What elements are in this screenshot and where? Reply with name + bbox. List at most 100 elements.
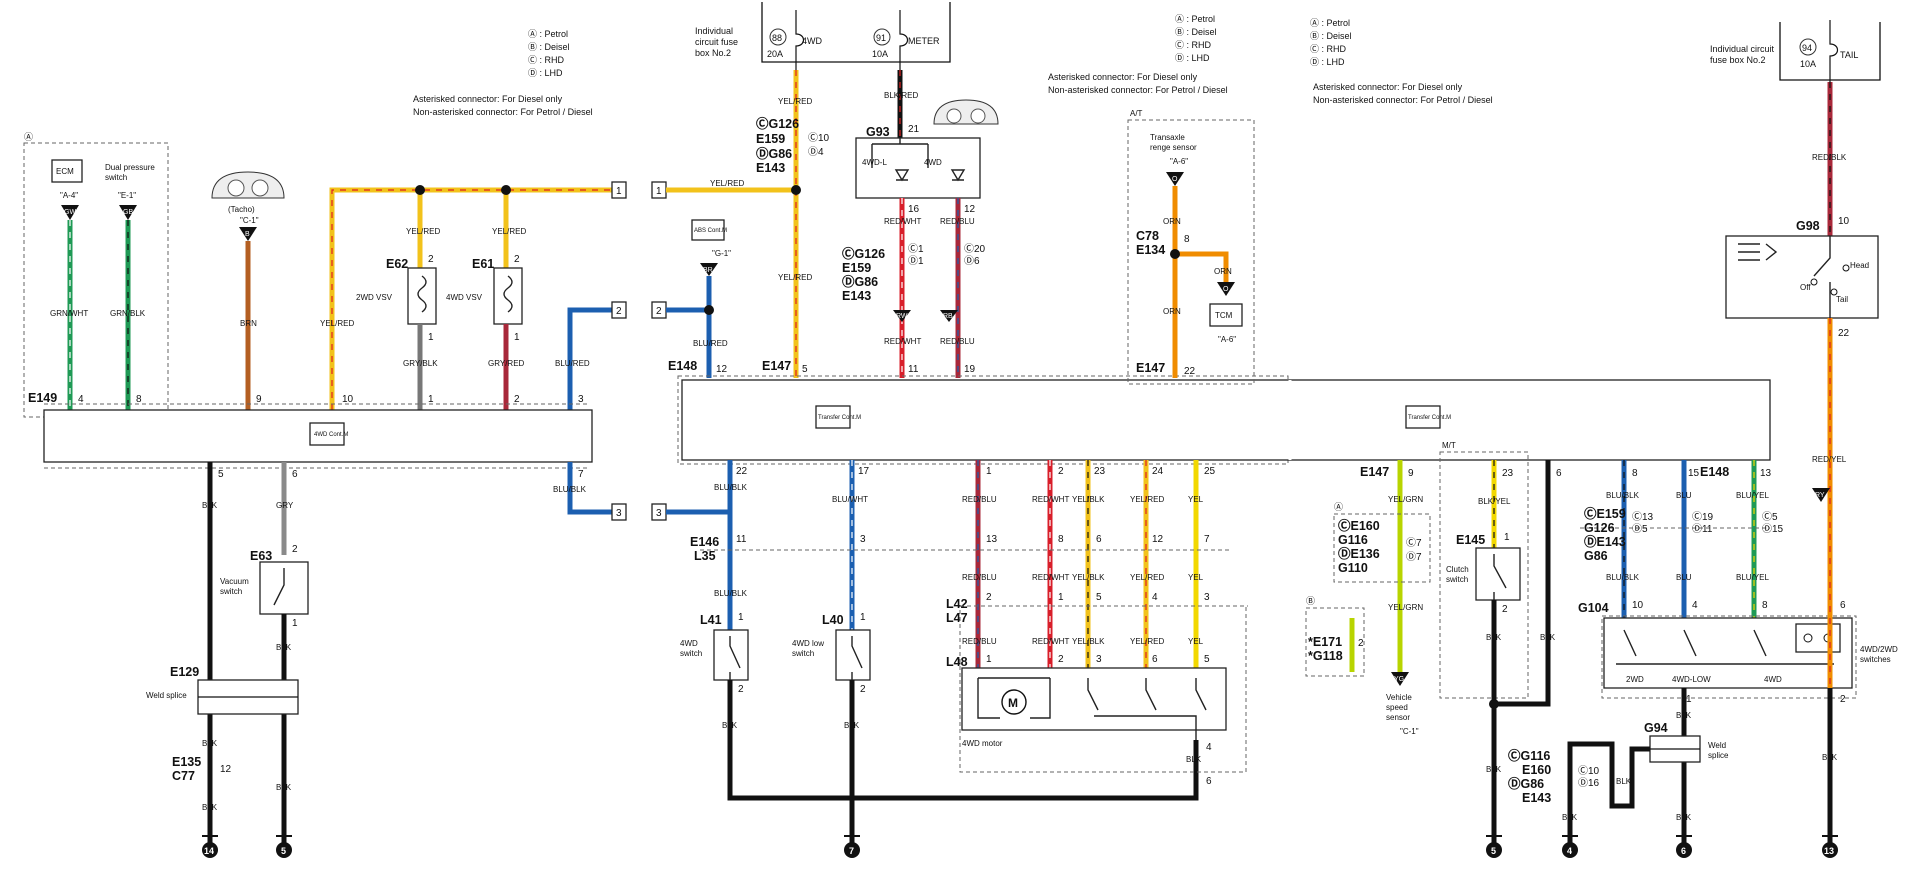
fuse-91-symbol: [899, 10, 909, 70]
c1-ref: Ⓒ1: [908, 243, 924, 255]
fuse-box-label: Individual: [695, 26, 733, 36]
legend-block-3: Ⓐ : Petrol Ⓑ : Deisel Ⓒ : RHD Ⓓ : LHD As…: [1310, 18, 1493, 105]
vss-ref: "C-1": [1400, 727, 1419, 736]
g126-label: ⒸG126: [756, 116, 799, 131]
mode-pin-2: 2: [1840, 694, 1846, 705]
g86-label-right-2: ⒹG86: [1508, 776, 1544, 791]
wire-label-c7: YEL: [1188, 495, 1204, 504]
mt-petrol-frame: [1333, 513, 1431, 583]
right-pin-13: 13: [1760, 468, 1772, 479]
abs-ref: "G-1": [712, 249, 731, 258]
c78-pin-8: 8: [1184, 234, 1190, 245]
ground-14-icon: [202, 835, 218, 858]
meter-gauge-icon: [933, 99, 999, 125]
head-label: Head: [1850, 261, 1869, 270]
wire-label-blk-motor: BLK: [1186, 755, 1202, 764]
o-tag-bottom: [1217, 282, 1235, 296]
d6-ref: Ⓓ6: [964, 255, 980, 267]
clutch-pin-1: 1: [1504, 532, 1510, 543]
right-blk-label-3: BLK: [1562, 813, 1578, 822]
pin-2: 2: [1058, 466, 1064, 477]
gw-tag-text: GW: [64, 209, 76, 216]
legend-diesel-2: Ⓑ : Deisel: [1175, 27, 1217, 37]
g93-label: G93: [866, 125, 890, 139]
e63-pin-1: 1: [292, 618, 298, 629]
fuse-94-amp: 10A: [1800, 59, 1816, 69]
rw-tag: [893, 310, 911, 322]
mt-c7-ref: Ⓒ7: [1406, 537, 1422, 549]
mode-switch-frame: [1601, 615, 1857, 699]
fuse-91-amp: 10A: [872, 49, 888, 59]
ecm-label: ECM: [56, 167, 74, 176]
fuse-box-right: Individual circuit fuse box No.2 94 10A …: [1710, 20, 1881, 82]
pin-24: 24: [1152, 466, 1164, 477]
yg-tag-text: YG: [1394, 676, 1404, 683]
l48-pin-1: 1: [986, 654, 992, 665]
g116-label-right: ⒸG116: [1508, 748, 1550, 763]
e62-wire-label: YEL/RED: [406, 227, 440, 236]
e135-label: E135: [172, 755, 201, 769]
vsv-4wd: [493, 267, 523, 325]
right-blk-label-1: BLK: [1676, 711, 1692, 720]
g86-label-right: G86: [1584, 549, 1608, 563]
ground-4-icon: [1562, 835, 1578, 858]
g86-label: ⒹG86: [756, 146, 792, 161]
vacuum-label-2: switch: [220, 587, 242, 596]
c20-ref: Ⓒ20: [964, 243, 986, 255]
ground-6-icon: [1676, 835, 1692, 858]
wire-label-blk-5: BLK: [276, 783, 292, 792]
4wd-low-label-2: switch: [792, 649, 814, 658]
weld-right-label: Weld: [1708, 741, 1726, 750]
e147-pin-5: 5: [802, 364, 808, 375]
fuse-88-symbol: [795, 10, 805, 70]
non-asterisk-note-3: Non-asterisked connector: For Petrol / D…: [1313, 95, 1493, 105]
e147-label-at: E147: [1136, 361, 1165, 375]
g126-label-right: G126: [1584, 521, 1615, 535]
mode-switch-label-2: switches: [1860, 655, 1891, 664]
wire-label-gry: GRY: [276, 501, 294, 510]
right-blk-label-2: BLK: [1616, 777, 1632, 786]
orn-label-2: ORN: [1214, 267, 1232, 276]
mid-pin-8: 8: [1058, 534, 1064, 545]
br-tag: [700, 263, 718, 276]
e149-pin-4: 4: [78, 394, 84, 405]
right-wire-label-5: BLU: [1676, 573, 1692, 582]
wire-label-d4: RED/WHT: [1032, 573, 1069, 582]
ground-5-right-label: 5: [1491, 846, 1496, 856]
o-tag-top-text: O: [1172, 176, 1178, 183]
gb-tag: [119, 205, 137, 220]
b-tag-text: B: [245, 231, 250, 238]
right-pin-15: 15: [1688, 468, 1700, 479]
wire-label-e3: YEL/BLK: [1072, 637, 1105, 646]
fuse-88-number: 88: [772, 33, 782, 43]
ref-3-left-text: 3: [616, 508, 622, 519]
legend-petrol: Ⓐ : Petrol: [528, 29, 568, 39]
ground-13-label: 13: [1824, 846, 1834, 856]
e62-name: 2WD VSV: [356, 293, 393, 302]
e159-label-right: ⒸE159: [1584, 506, 1626, 521]
e63-label: E63: [250, 549, 272, 563]
ground-bus: [727, 740, 1199, 801]
e147-pin-19: 19: [964, 364, 976, 375]
asterisk-note: Asterisked connector: For Diesel only: [413, 94, 563, 104]
e149-pin-8: 8: [136, 394, 142, 405]
vsv-2wd: [407, 267, 437, 325]
mt-diesel-frame: [1305, 607, 1365, 677]
wire-label-c2: BLU/WHT: [832, 495, 868, 504]
blk-yel-label: BLK/YEL: [1478, 497, 1511, 506]
tacho-ref: "C-1": [240, 216, 259, 225]
ref-1-right-text: 1: [656, 186, 662, 197]
e147-pin-9: 9: [1408, 468, 1414, 479]
red-blk-label: RED/BLK: [1812, 153, 1847, 162]
ref-2-left-text: 2: [616, 306, 622, 317]
e129-label: E129: [170, 665, 199, 679]
mt-pin-6: 6: [1556, 468, 1562, 479]
orn-label-3: ORN: [1163, 307, 1181, 316]
asterisk-note-2: Asterisked connector: For Diesel only: [1048, 72, 1198, 82]
l48-pin-3: 3: [1096, 654, 1102, 665]
ground-14-label: 14: [204, 846, 214, 856]
wire-label-c4: RED/WHT: [1032, 495, 1069, 504]
dual-pressure-label-2: switch: [105, 173, 127, 182]
mode-4wd: 4WD: [1764, 675, 1782, 684]
blk-red-label: BLK/RED: [884, 91, 918, 100]
